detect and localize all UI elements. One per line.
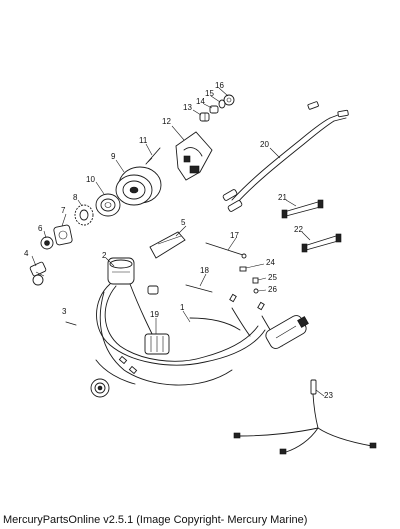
wiring-harness-part-1 [95,283,283,386]
copyright-footer: MercuryPartsOnline v2.5.1 (Image Copyrig… [3,514,308,526]
ring-part-10 [95,193,121,217]
flywheel-part-9 [115,166,162,206]
callout-6: 6 [38,224,43,233]
callout-22: 22 [294,225,303,234]
callout-14: 14 [196,97,205,106]
plug-connector [265,315,309,349]
callout-20: 20 [260,140,269,149]
cap-part-6 [40,236,54,250]
callout-16: 16 [215,81,224,90]
bushing-part-13 [199,112,210,122]
leader-lines [31,87,325,397]
plate-part-7 [53,224,73,246]
callout-17: 17 [230,231,239,240]
callout-26: 26 [268,285,277,294]
callout-11: 11 [139,136,148,145]
pad-part-5 [149,231,186,259]
fastener-part-26 [253,288,259,294]
jumper-wire-part-21 [281,199,324,219]
bolt-part-11 [145,147,161,165]
callout-21: 21 [278,193,287,202]
callout-4: 4 [24,249,29,258]
module-part-2 [107,257,159,295]
y-harness-part-23 [233,379,377,455]
bushing-part-14 [209,105,219,114]
callout-9: 9 [111,152,116,161]
rod-part-17 [205,242,247,259]
callout-labels: 16 15 14 13 12 11 9 10 8 7 6 4 2 5 17 18… [24,81,333,400]
callout-8: 8 [73,193,78,202]
pin-part-3 [65,321,77,326]
callout-2: 2 [102,251,107,260]
rod-part-18 [185,284,213,293]
connector-part-19 [144,333,170,355]
callout-10: 10 [86,175,95,184]
fastener-part-25 [252,277,259,284]
fastener-part-24 [239,266,247,272]
washer-part-15 [218,99,226,109]
callout-3: 3 [62,307,67,316]
harness-part-20 [222,101,349,212]
round-socket [90,378,110,398]
callout-15: 15 [205,89,214,98]
bracket-part-12 [175,131,213,181]
callout-25: 25 [268,273,277,282]
callout-1: 1 [180,303,185,312]
gear-part-8 [74,204,94,226]
callout-5: 5 [181,218,186,227]
callout-13: 13 [183,103,192,112]
callout-19: 19 [150,310,159,319]
jumper-wire-part-22 [301,233,342,253]
callout-24: 24 [266,258,275,267]
nut-part-16 [223,94,235,106]
small-terminals [118,293,265,375]
callout-23: 23 [324,391,333,400]
key-part-4 [29,261,47,286]
callout-7: 7 [61,206,66,215]
callout-18: 18 [200,266,209,275]
callout-12: 12 [162,117,171,126]
